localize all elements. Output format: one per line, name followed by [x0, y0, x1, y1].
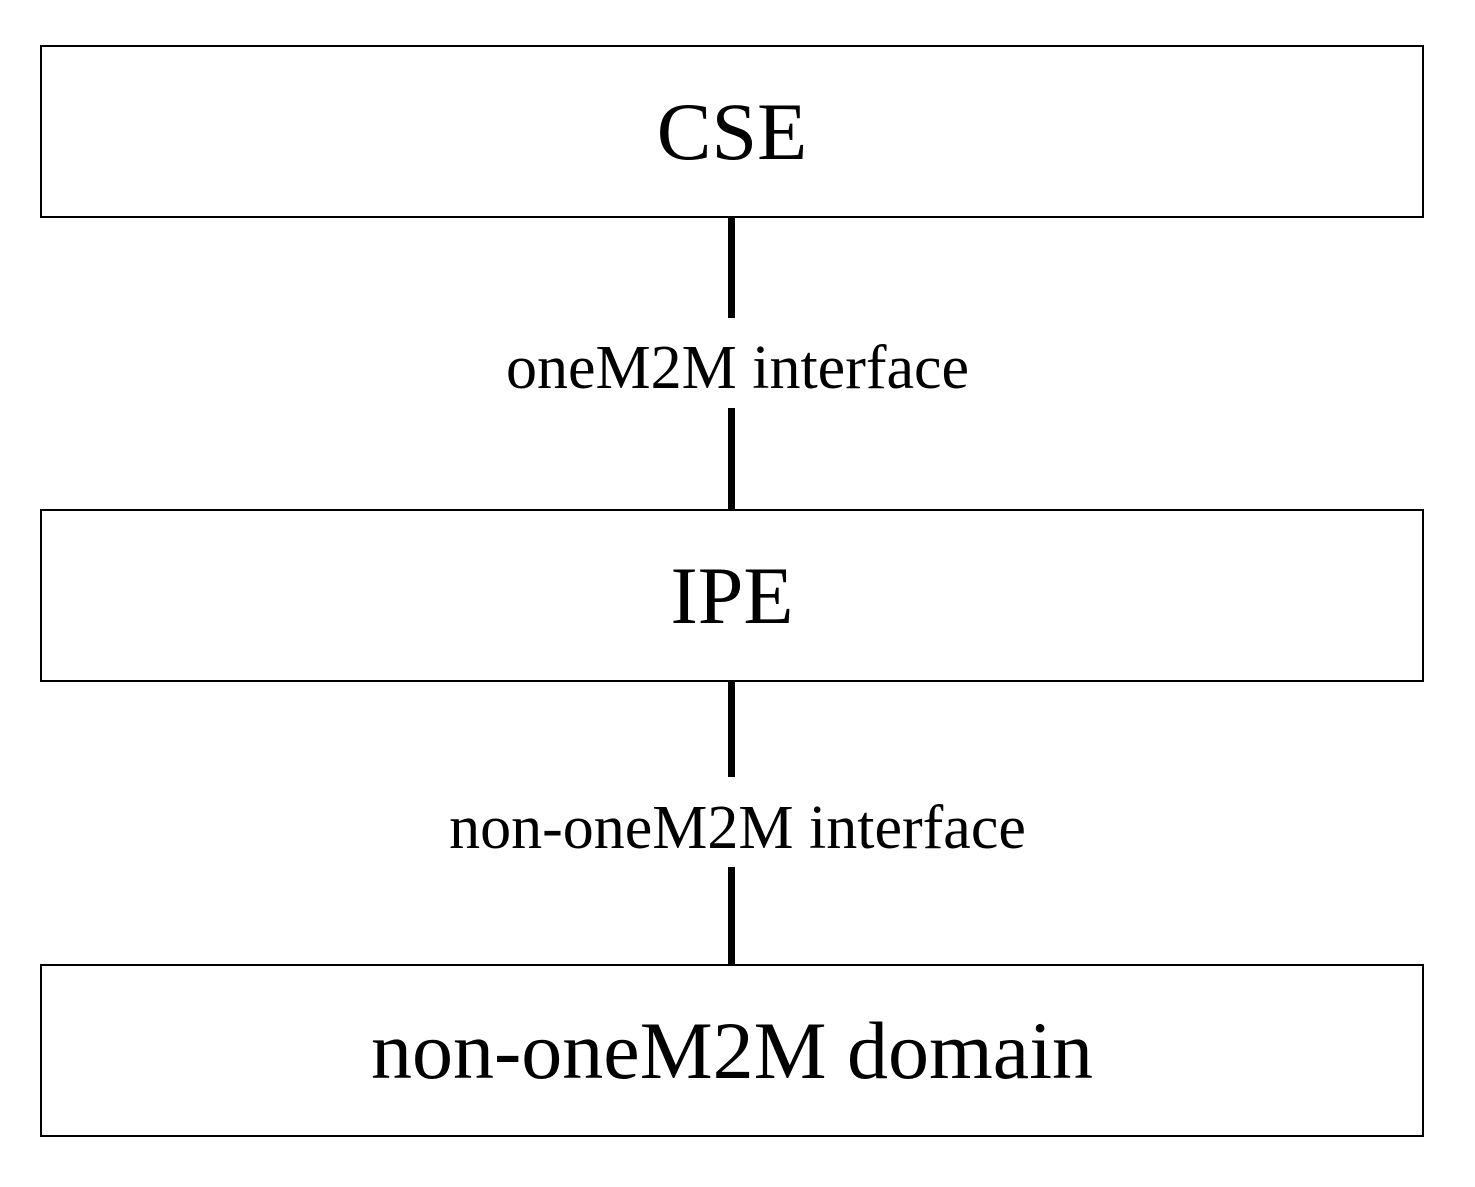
cse-ipe-connector-lower [728, 408, 735, 511]
ipe-box: IPE [40, 509, 1424, 682]
cse-box: CSE [40, 45, 1424, 218]
oneM2M-interface-label: oneM2M interface [505, 334, 970, 402]
non-oneM2M-domain-label: non-oneM2M domain [371, 1004, 1093, 1096]
ipe-domain-connector-upper [728, 680, 735, 777]
ipe-domain-connector-lower [728, 867, 735, 966]
non-oneM2M-interface-label: non-oneM2M interface [449, 794, 1026, 862]
ipe-label: IPE [670, 549, 794, 641]
cse-ipe-connector-upper [728, 216, 735, 318]
cse-label: CSE [656, 85, 808, 177]
non-oneM2M-domain-box: non-oneM2M domain [40, 964, 1424, 1137]
